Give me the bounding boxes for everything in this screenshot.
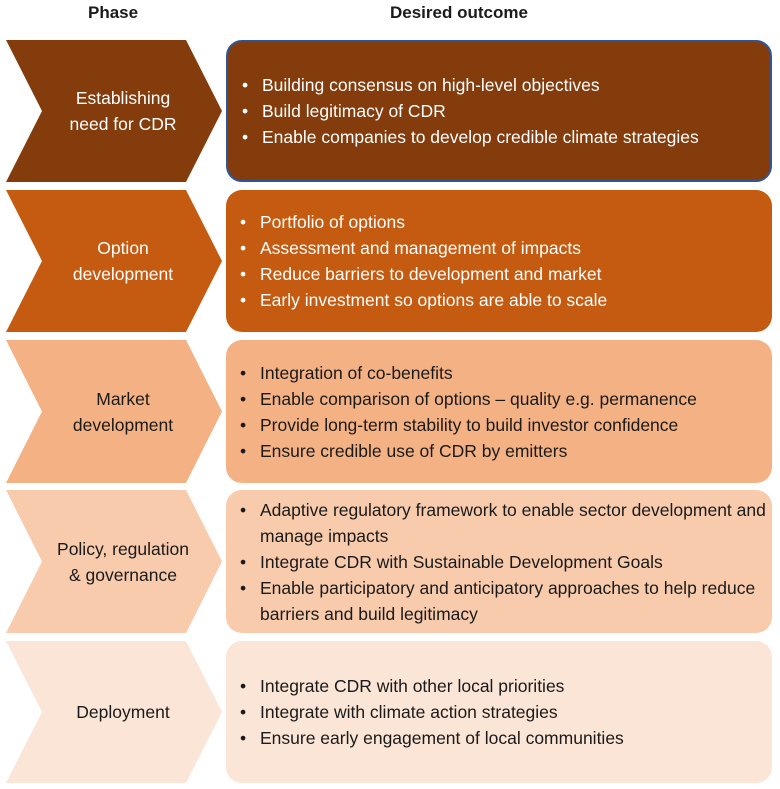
outcome-item: Build legitimacy of CDR bbox=[242, 98, 699, 124]
outcome-item: Building consensus on high-level objecti… bbox=[242, 72, 699, 98]
outcome-item: Integrate CDR with Sustainable Developme… bbox=[240, 549, 772, 575]
phase-chevron: Deployment bbox=[6, 641, 222, 783]
outcome-list: Integration of co-benefitsEnable compari… bbox=[226, 360, 697, 464]
outcome-item: Reduce barriers to development and marke… bbox=[240, 261, 607, 287]
outcome-list: Building consensus on high-level objecti… bbox=[228, 72, 699, 150]
outcome-item: Assessment and management of impacts bbox=[240, 235, 607, 261]
outcome-item: Adaptive regulatory framework to enable … bbox=[240, 497, 772, 549]
outcome-box: Adaptive regulatory framework to enable … bbox=[226, 490, 772, 633]
outcome-item: Provide long-term stability to build inv… bbox=[240, 412, 697, 438]
outcome-item: Enable participatory and anticipatory ap… bbox=[240, 575, 772, 627]
outcome-item: Integrate with climate action strategies bbox=[240, 699, 624, 725]
outcome-list: Portfolio of optionsAssessment and manag… bbox=[226, 209, 607, 313]
outcome-list: Adaptive regulatory framework to enable … bbox=[226, 497, 772, 627]
outcome-item: Integration of co-benefits bbox=[240, 360, 697, 386]
phase-chevron: Policy, regulation& governance bbox=[6, 490, 222, 633]
phase-label: Policy, regulation& governance bbox=[57, 538, 189, 585]
outcome-box: Integrate CDR with other local prioritie… bbox=[226, 641, 772, 783]
outcome-box: Portfolio of optionsAssessment and manag… bbox=[226, 190, 772, 332]
outcome-list: Integrate CDR with other local prioritie… bbox=[226, 673, 624, 751]
outcome-item: Ensure early engagement of local communi… bbox=[240, 725, 624, 751]
outcome-item: Ensure credible use of CDR by emitters bbox=[240, 438, 697, 464]
outcome-item: Portfolio of options bbox=[240, 209, 607, 235]
outcome-item: Enable companies to develop credible cli… bbox=[242, 124, 699, 150]
outcome-box: Building consensus on high-level objecti… bbox=[226, 40, 772, 182]
outcome-item: Enable comparison of options – quality e… bbox=[240, 386, 697, 412]
outcome-box: Integration of co-benefitsEnable compari… bbox=[226, 340, 772, 483]
outcome-item: Integrate CDR with other local prioritie… bbox=[240, 673, 624, 699]
phase-column-header: Phase bbox=[88, 3, 139, 22]
desired-outcome-column-header: Desired outcome bbox=[390, 3, 528, 22]
outcome-item: Early investment so options are able to … bbox=[240, 287, 607, 313]
phase-label: Deployment bbox=[76, 702, 170, 722]
